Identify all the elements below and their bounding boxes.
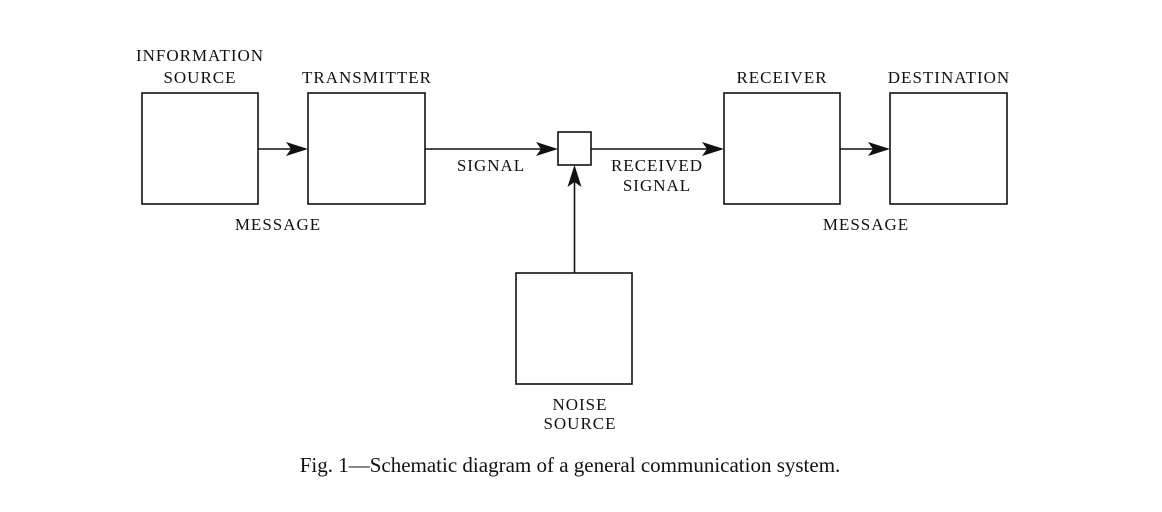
message-label-2: MESSAGE: [823, 215, 909, 234]
edge-signal: [425, 142, 558, 156]
information-source-label-line2: SOURCE: [163, 68, 236, 87]
figure-caption: Fig. 1—Schematic diagram of a general co…: [300, 453, 841, 477]
arrowhead-icon: [702, 142, 724, 156]
received-signal-label-line1: RECEIVED: [611, 156, 703, 175]
edge-message-1: [258, 142, 308, 156]
transmitter-label: TRANSMITTER: [302, 68, 432, 87]
message-label-1: MESSAGE: [235, 215, 321, 234]
arrowhead-icon: [286, 142, 308, 156]
noise-source-label-line2: SOURCE: [543, 414, 616, 433]
edge-noise: [567, 165, 582, 273]
destination-label: DESTINATION: [888, 68, 1010, 87]
information-source-box: [141, 92, 259, 205]
noise-source-box: [515, 272, 633, 385]
arrowhead-icon: [536, 142, 558, 156]
transmitter-box: [307, 92, 426, 205]
edge-message-2: [840, 142, 890, 156]
edge-received-signal: [591, 142, 724, 156]
mixer-box: [557, 131, 592, 166]
information-source-label-line1: INFORMATION: [136, 46, 264, 65]
signal-label: SIGNAL: [457, 156, 525, 175]
received-signal-label-line2: SIGNAL: [623, 176, 691, 195]
destination-box: [889, 92, 1008, 205]
arrowhead-icon: [868, 142, 890, 156]
receiver-label: RECEIVER: [736, 68, 827, 87]
noise-source-label-line1: NOISE: [552, 395, 607, 414]
receiver-box: [723, 92, 841, 205]
arrowhead-icon: [567, 165, 582, 187]
